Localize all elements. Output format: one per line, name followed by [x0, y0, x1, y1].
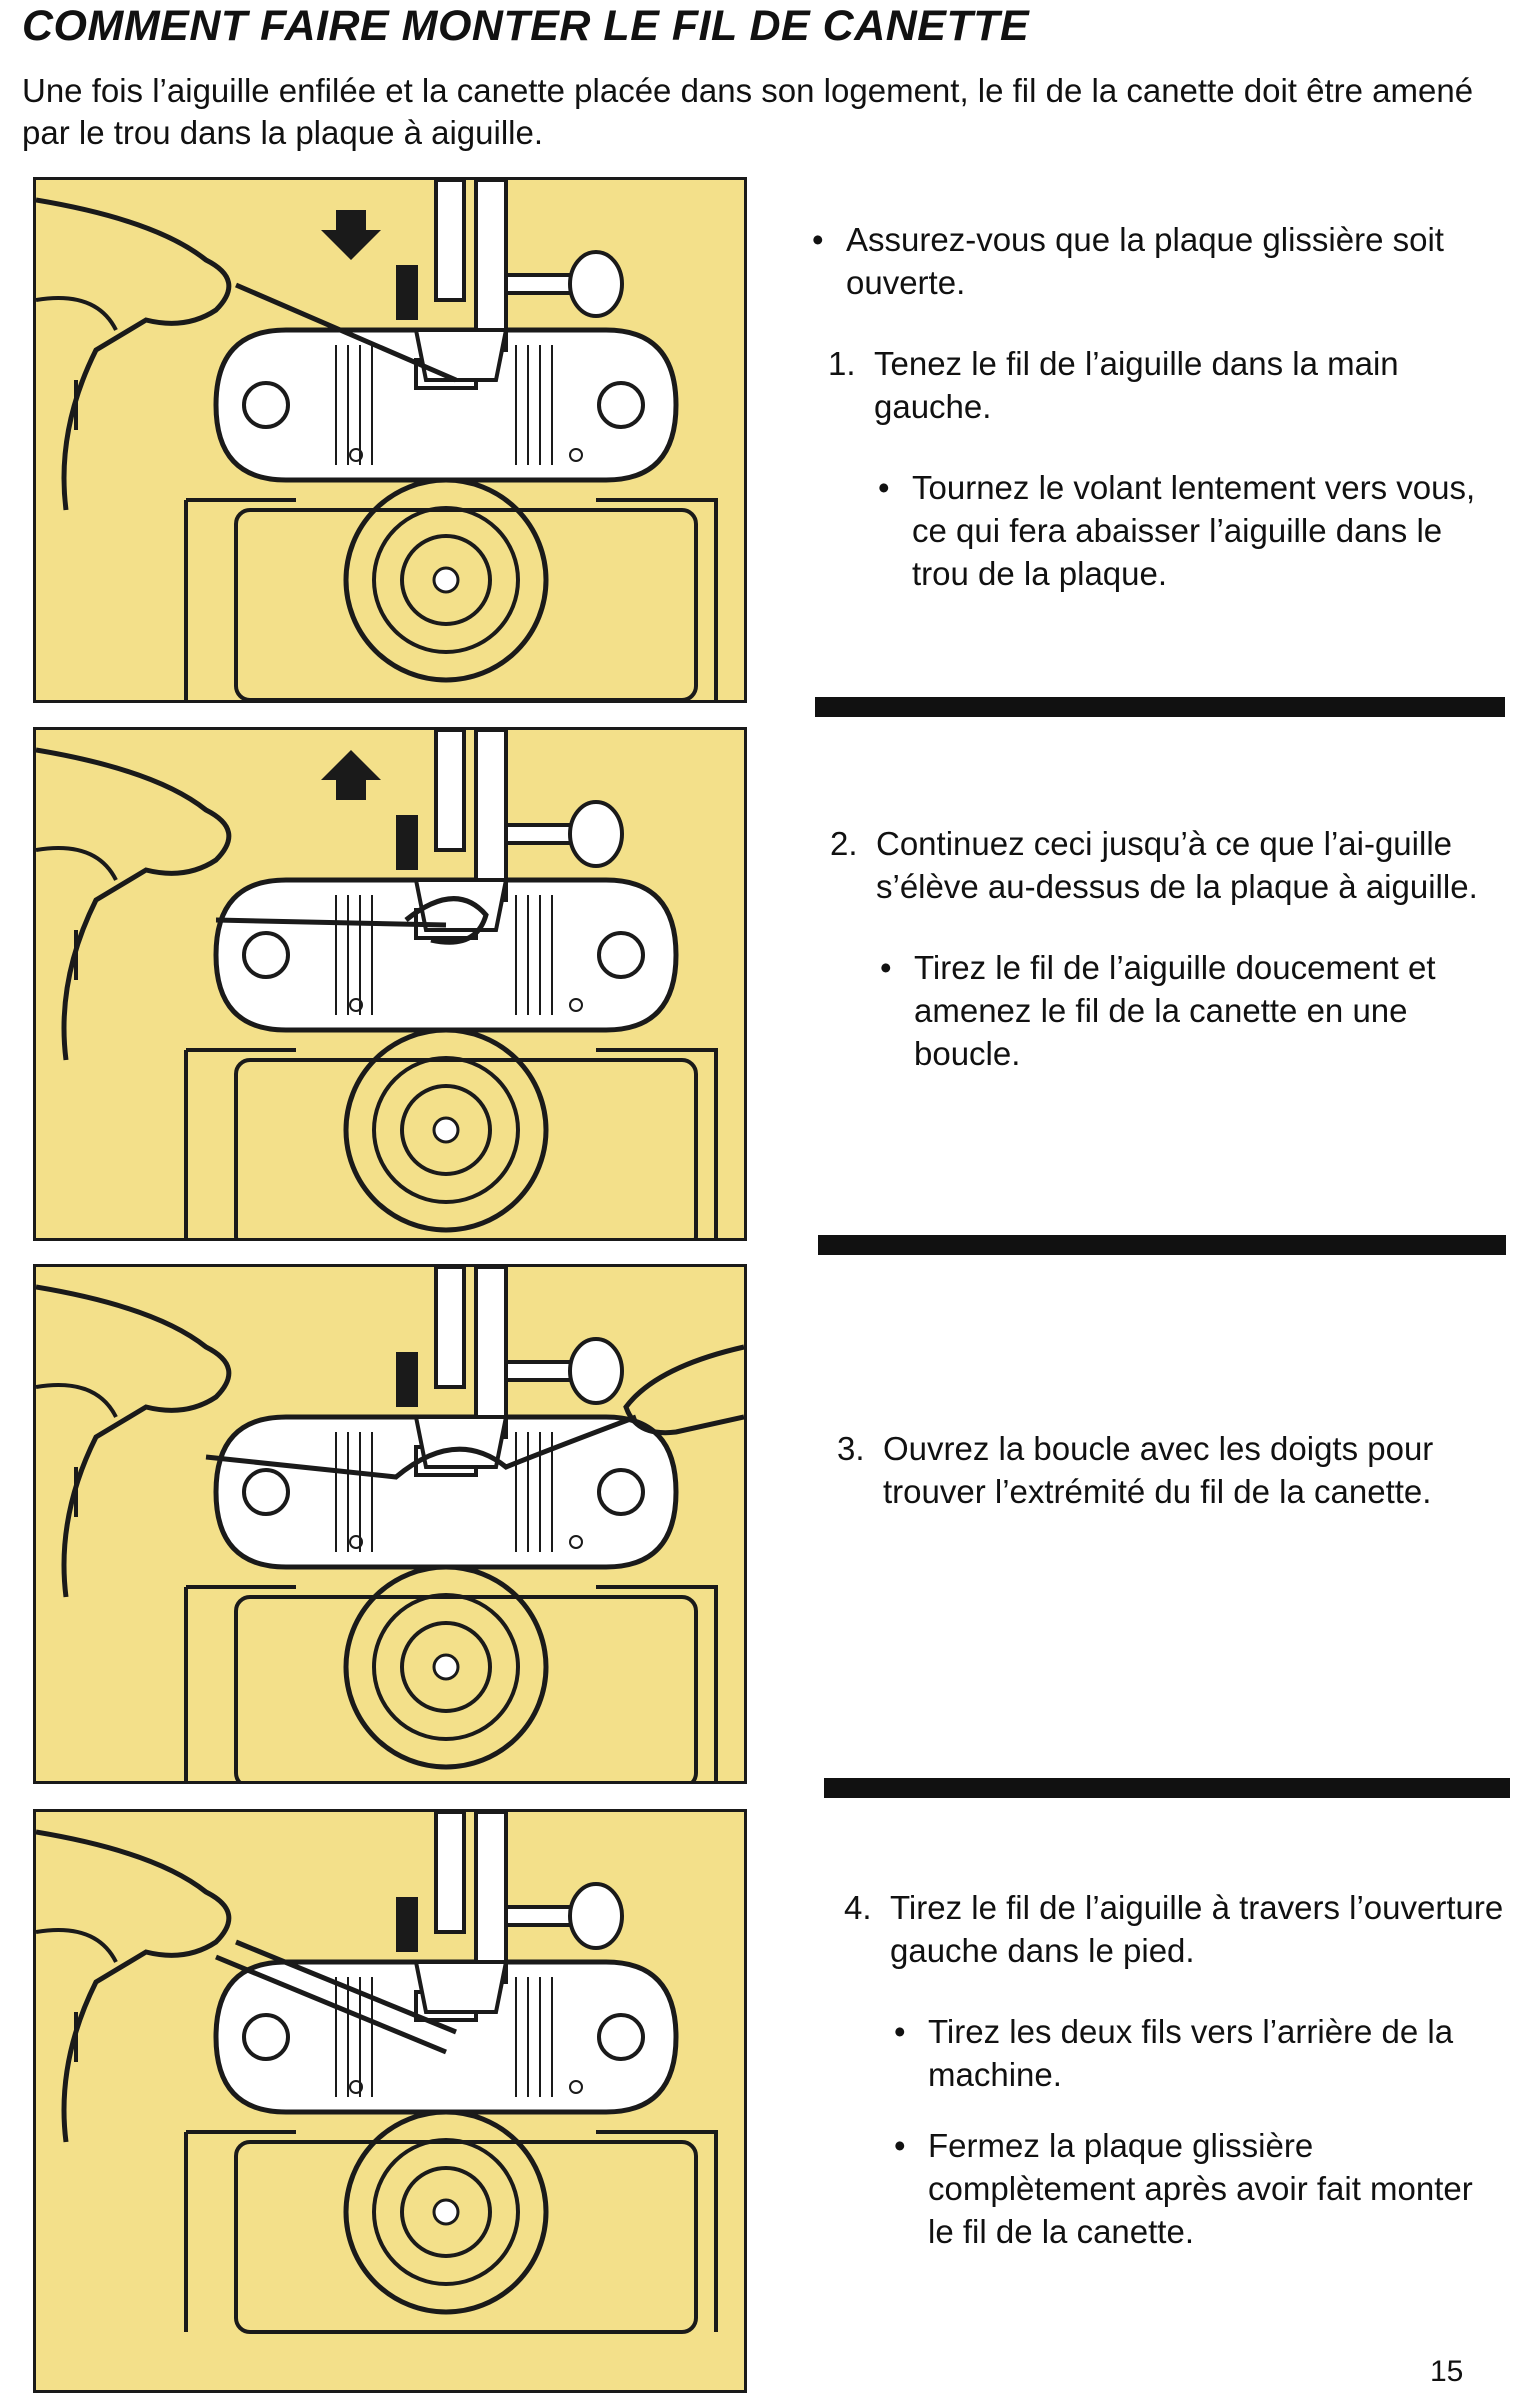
step-number: 2. — [830, 825, 858, 862]
illustration-step-2 — [33, 727, 747, 1241]
section-divider — [815, 697, 1505, 717]
illustration-step-3 — [33, 1264, 747, 1784]
bullet-item: Fermez la plaque glissière complètement … — [890, 2124, 1504, 2253]
numbered-item: 3. Ouvrez la boucle avec les doigts pour… — [837, 1427, 1497, 1513]
numbered-item: 2. Continuez ceci jusqu’à ce que l’ai-gu… — [830, 822, 1500, 908]
bullet-item: Tirez le fil de l’aiguille doucement et … — [876, 946, 1500, 1075]
illustration-step-1 — [33, 177, 747, 703]
step-instruction: Tirez le fil de l’aiguille à travers l’o… — [890, 1889, 1504, 1969]
intro-paragraph: Une fois l’aiguille enfilée et la canett… — [22, 72, 1474, 151]
page-number: 15 — [1430, 2355, 1464, 2388]
step-2-text: 2. Continuez ceci jusqu’à ce que l’ai-gu… — [830, 822, 1500, 1075]
up-arrow-icon — [321, 750, 381, 800]
down-arrow-icon — [321, 210, 381, 260]
step-number: 3. — [837, 1430, 865, 1467]
numbered-item: 1. Tenez le fil de l’aiguille dans la ma… — [828, 342, 1498, 428]
page-title: COMMENT FAIRE MONTER LE FIL DE CANETTE — [22, 2, 1030, 50]
step-instruction: Ouvrez la boucle avec les doigts pour tr… — [883, 1430, 1434, 1510]
bullet-item: Tirez les deux fils vers l’arrière de la… — [890, 2010, 1504, 2096]
step-3-text: 3. Ouvrez la boucle avec les doigts pour… — [837, 1427, 1497, 1513]
step-4-text: 4. Tirez le fil de l’aiguille à travers … — [844, 1886, 1504, 2253]
step-instruction: Tenez le fil de l’aiguille dans la main … — [874, 345, 1399, 425]
section-divider — [824, 1778, 1510, 1798]
step-1-text: Assurez-vous que la plaque glissière soi… — [808, 218, 1498, 595]
pre-bullet-item: Assurez-vous que la plaque glissière soi… — [808, 218, 1498, 304]
step-number: 4. — [844, 1889, 872, 1926]
section-divider — [818, 1235, 1506, 1255]
illustration-step-4 — [33, 1809, 747, 2393]
step-instruction: Continuez ceci jusqu’à ce que l’ai-guill… — [876, 825, 1478, 905]
step-number: 1. — [828, 345, 856, 382]
numbered-item: 4. Tirez le fil de l’aiguille à travers … — [844, 1886, 1504, 1972]
bullet-item: Tournez le volant lentement vers vous, c… — [874, 466, 1498, 595]
